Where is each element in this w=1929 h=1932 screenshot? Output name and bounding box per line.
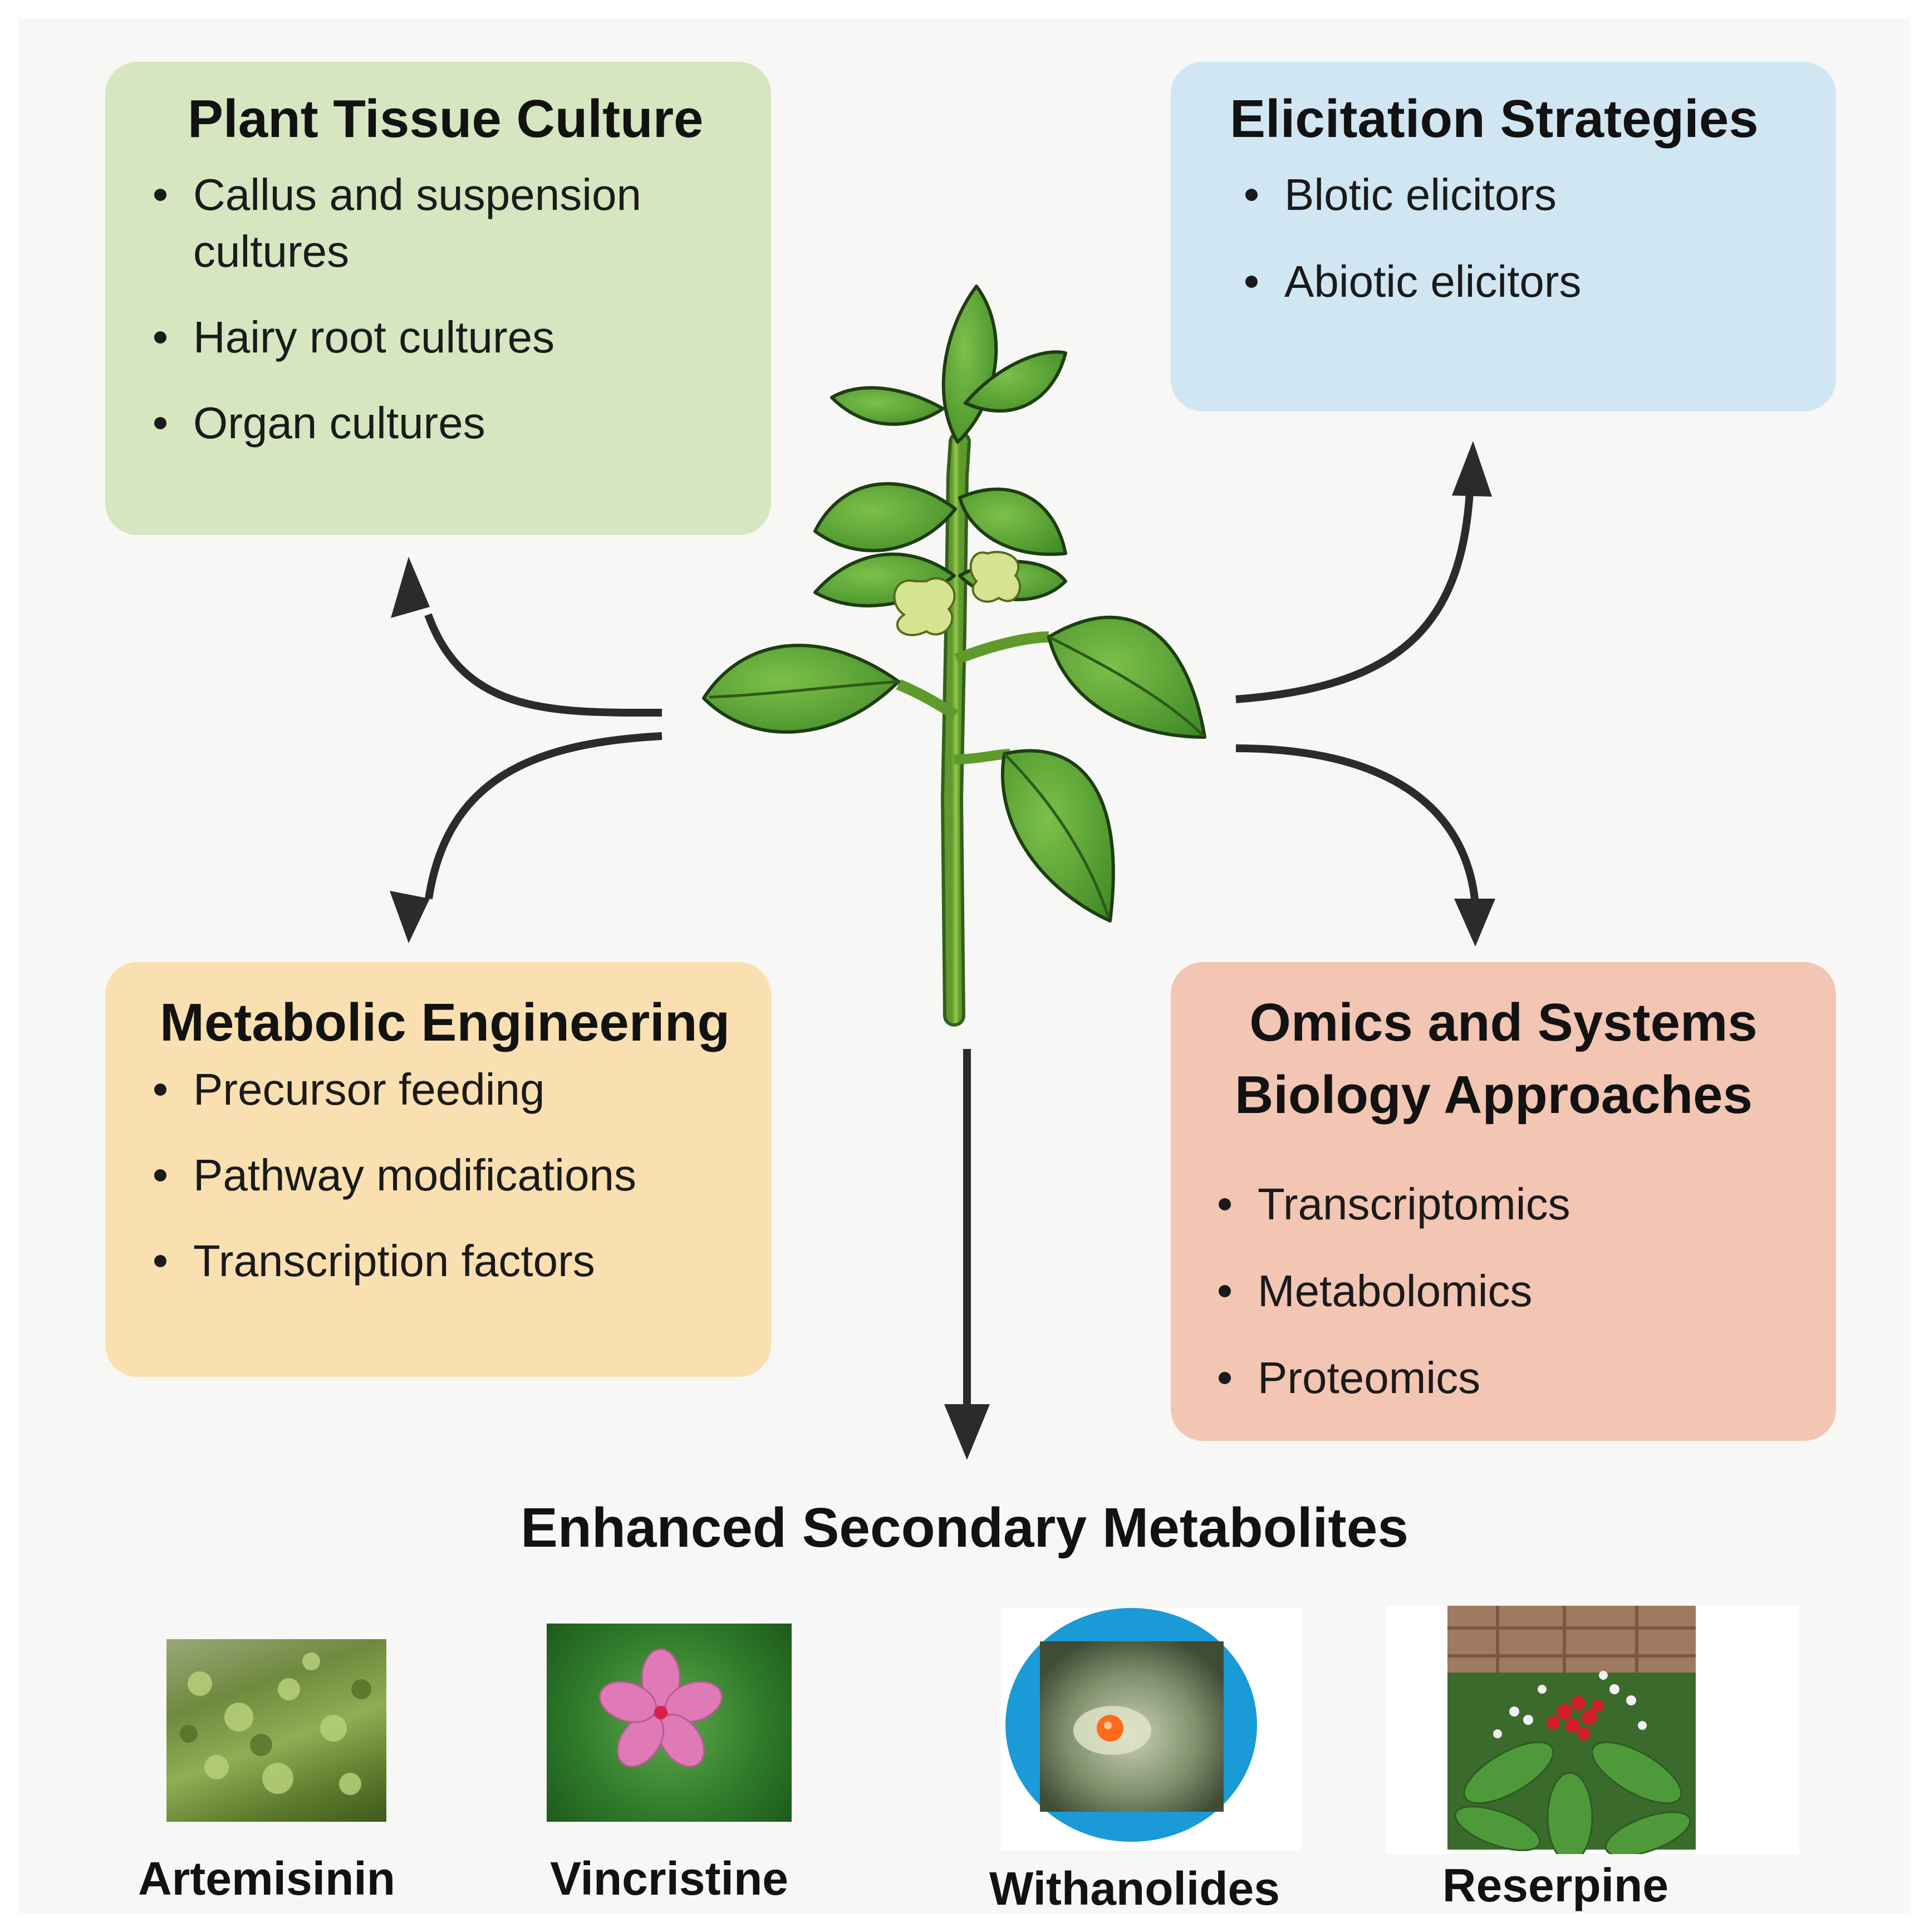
list-item: Transcription factors [151,1233,741,1289]
periwinkle-flower-icon [598,1648,723,1768]
arrow-to-elicitation-strategies [1235,441,1492,703]
arrow-to-omics-systems-biology [1235,744,1495,947]
elicitation-list: Blotic elicitors Abiotic elicitors [1242,166,1799,310]
vincristine-periwinkle-photo [547,1624,792,1822]
metabolic-engineering-title: Metabolic Engineering [160,993,730,1052]
omics-list: Transcriptomics Metabolomics Proteomics [1215,1176,1772,1406]
list-item: Hairy root cultures [151,309,741,366]
omics-systems-biology-card: Omics and Systems Biology Approaches Tra… [1171,962,1836,1441]
artemisinin-plant-photo [166,1639,386,1822]
plant-tissue-culture-title: Plant Tissue Culture [188,89,704,149]
list-item: Pathway modifications [151,1147,741,1204]
arrow-to-enhanced-metabolites [944,1049,990,1460]
list-item: Blotic elicitors [1242,166,1799,223]
metabolic-engineering-list: Precursor feeding Pathway modifications … [151,1061,741,1289]
metabolite-label-artemisinin: Artemisinin [138,1852,396,1905]
diagram-canvas: Plant Tissue Culture Callus and suspensi… [19,19,1910,1915]
withanolides-ashwagandha-photo [1001,1608,1302,1851]
list-item: Organ cultures [151,395,741,452]
list-item: Metabolomics [1215,1263,1772,1320]
metabolic-engineering-card: Metabolic Engineering Precursor feeding … [105,962,771,1377]
list-item: Callus and suspension cultures [151,166,683,280]
ashwagandha-berry-icon [1005,1608,1257,1842]
list-item: Transcriptomics [1215,1176,1772,1233]
metabolite-label-reserpine: Reserpine [1442,1859,1669,1911]
elicitation-strategies-title: Elicitation Strategies [1230,89,1759,149]
plant-tissue-culture-list: Callus and suspension cultures Hairy roo… [151,166,741,452]
rauvolfia-plant-icon [1447,1606,1696,1854]
arrow-to-metabolic-engineering [390,732,662,943]
omics-title-line2: Biology Approaches [1235,1065,1753,1125]
metabolite-label-vincristine: Vincristine [550,1852,788,1905]
list-item: Abiotic elicitors [1242,253,1799,310]
metabolite-label-withanolides: Withanolides [989,1862,1280,1915]
plant-tissue-culture-card: Plant Tissue Culture Callus and suspensi… [105,62,771,535]
arrow-to-plant-tissue-culture [391,557,662,717]
artemisinin-foliage-icon [180,1653,371,1795]
arrows-and-plant-layer [390,285,1495,1460]
reserpine-rauvolfia-photo [1386,1606,1799,1854]
list-item: Proteomics [1215,1350,1772,1406]
central-plant-illustration [702,285,1206,1027]
omics-title-line1: Omics and Systems [1249,993,1758,1052]
elicitation-strategies-card: Elicitation Strategies Blotic elicitors … [1171,62,1836,411]
list-item: Precursor feeding [151,1061,741,1118]
enhanced-metabolites-title: Enhanced Secondary Metabolites [521,1497,1408,1559]
